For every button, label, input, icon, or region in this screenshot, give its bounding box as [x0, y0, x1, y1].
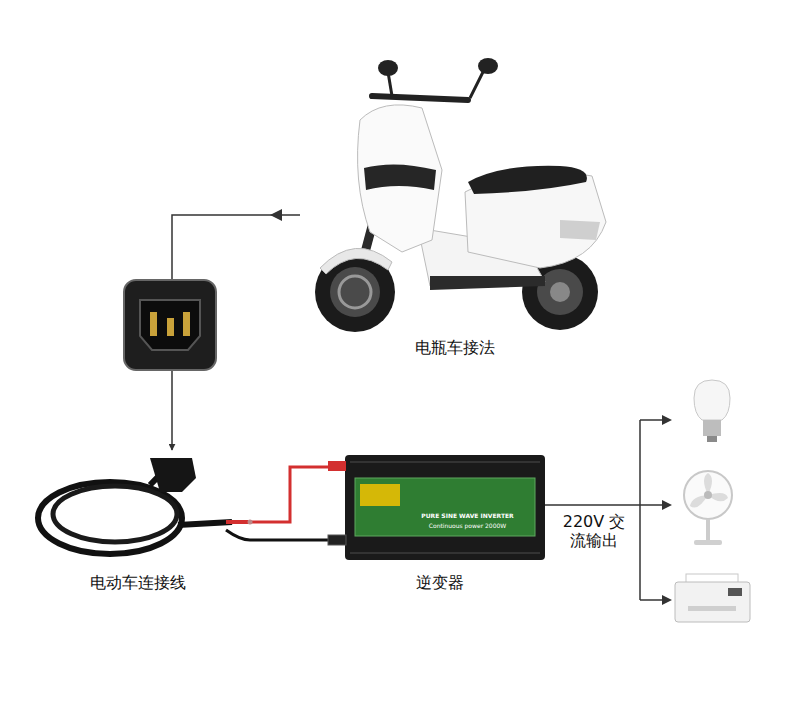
- scooter-node: 电瓶车接法: [300, 45, 610, 357]
- black-wire: [226, 530, 330, 540]
- inverter-body: [345, 455, 545, 560]
- inverter-node: 逆变器: [330, 450, 550, 592]
- bulb-tip: [707, 436, 717, 442]
- printer-screen: [728, 588, 742, 596]
- output-label: 220V 交流输出: [556, 512, 632, 550]
- front-hub: [330, 267, 380, 317]
- cable-node: 电动车连接线: [30, 450, 245, 592]
- mirror: [378, 60, 398, 76]
- fan-blades: [690, 473, 728, 508]
- positive-terminal: [328, 461, 346, 471]
- bulb-base: [703, 420, 721, 436]
- branch-line: [640, 504, 664, 506]
- cable-coil: [38, 482, 182, 554]
- cable-coil: [53, 486, 177, 542]
- front-shield: [358, 105, 442, 252]
- wire-tip: [248, 520, 253, 525]
- arrow-head: [662, 415, 672, 425]
- plug-pin: [150, 312, 157, 336]
- bulb-icon: [694, 380, 730, 442]
- rear-hub-center: [550, 282, 570, 302]
- power-badge: [360, 484, 400, 506]
- plug-pin: [167, 318, 174, 336]
- output-bracket: [545, 415, 672, 605]
- handlebar: [372, 96, 468, 100]
- red-wire: [226, 520, 248, 524]
- heat-fin: [350, 461, 540, 463]
- front-fender: [320, 248, 392, 274]
- fan-icon: [684, 471, 732, 545]
- fan-hub: [704, 491, 712, 499]
- branch-line: [640, 419, 664, 421]
- printer-icon: [675, 574, 750, 622]
- inverter-print: PURE SINE WAVE INVERTER: [400, 512, 535, 519]
- rear-panel: [560, 220, 600, 240]
- inverter-illustration: [328, 455, 545, 560]
- node-caption: 电瓶车接法: [413, 338, 497, 357]
- cable-plug: [150, 458, 196, 492]
- mirror-stem: [470, 70, 484, 98]
- plug-closeup: [124, 280, 216, 370]
- node-caption: 电动车连接线: [88, 573, 188, 592]
- negative-terminal: [328, 535, 346, 545]
- mirror: [478, 58, 498, 74]
- plug-housing: [124, 280, 216, 370]
- fan-guard: [684, 471, 732, 519]
- scooter-illustration: [315, 58, 606, 332]
- bracket-line: [639, 420, 641, 600]
- inverter-panel: [355, 478, 535, 536]
- floor-trim: [430, 276, 545, 290]
- node-caption: 逆变器: [414, 573, 466, 592]
- branch-line: [640, 599, 664, 601]
- arrow-head: [662, 500, 672, 510]
- fan-stand: [706, 519, 710, 540]
- direction-arrow: [270, 209, 282, 221]
- cable-end: [178, 522, 232, 525]
- fan-base: [694, 540, 722, 545]
- printer-body: [675, 582, 750, 622]
- plug-socket: [140, 300, 200, 350]
- cable-illustration: [38, 458, 330, 554]
- plug-pin: [183, 312, 190, 336]
- inverter-print: Continuous power 2000W: [400, 522, 535, 529]
- rear-hub: [537, 269, 583, 315]
- brake-disc: [339, 276, 371, 308]
- bulb-glass: [694, 380, 730, 420]
- printer-slot: [688, 606, 736, 611]
- connector-wire: [245, 467, 330, 522]
- seat: [468, 166, 587, 194]
- arrow-head: [662, 595, 672, 605]
- output-line: [545, 504, 640, 506]
- heat-fin: [350, 552, 540, 554]
- headlight-band: [364, 164, 436, 190]
